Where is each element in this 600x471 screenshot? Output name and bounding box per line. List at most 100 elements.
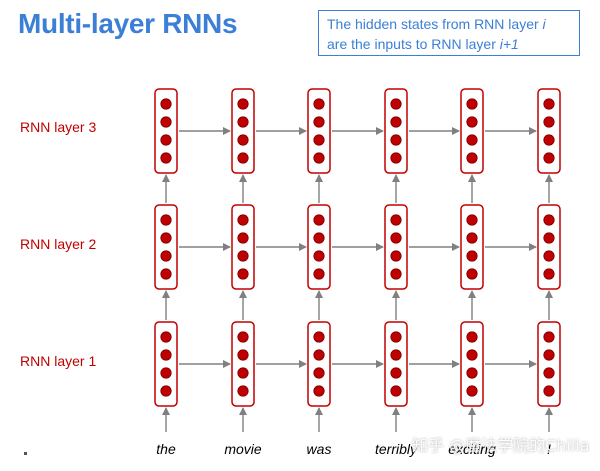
rnn-cell xyxy=(154,204,178,290)
word-exciting: exciting xyxy=(448,441,496,457)
hidden-unit xyxy=(543,349,555,361)
hidden-unit xyxy=(313,250,325,262)
callout-line1-text: The hidden states from RNN layer xyxy=(327,16,543,32)
rnn-cell xyxy=(231,88,255,174)
hidden-unit xyxy=(237,232,249,244)
rnn-cell xyxy=(384,321,408,407)
hidden-unit xyxy=(160,116,172,128)
hidden-unit xyxy=(160,152,172,164)
rnn-cell xyxy=(537,204,561,290)
hidden-unit xyxy=(390,214,402,226)
corner-dot xyxy=(24,452,27,455)
hidden-unit xyxy=(390,116,402,128)
hidden-unit xyxy=(237,214,249,226)
hidden-unit xyxy=(543,385,555,397)
hidden-unit xyxy=(313,152,325,164)
hidden-unit xyxy=(160,367,172,379)
hidden-unit xyxy=(237,152,249,164)
hidden-unit xyxy=(543,250,555,262)
hidden-unit xyxy=(237,367,249,379)
rnn-cell xyxy=(231,321,255,407)
hidden-unit xyxy=(390,152,402,164)
hidden-unit xyxy=(466,268,478,280)
hidden-unit xyxy=(543,268,555,280)
hidden-unit xyxy=(390,268,402,280)
hidden-unit xyxy=(466,331,478,343)
hidden-unit xyxy=(543,331,555,343)
rnn-cell xyxy=(231,204,255,290)
hidden-unit xyxy=(313,331,325,343)
hidden-unit xyxy=(313,349,325,361)
hidden-unit xyxy=(390,232,402,244)
rnn-cell xyxy=(537,88,561,174)
watermark-text: 知乎 @魔法学院的Chilia xyxy=(412,436,590,455)
hidden-unit xyxy=(160,250,172,262)
rnn-cell xyxy=(460,321,484,407)
hidden-unit xyxy=(543,134,555,146)
rnn-cell xyxy=(537,321,561,407)
callout-line1-var: i xyxy=(542,16,546,32)
hidden-unit xyxy=(466,250,478,262)
hidden-unit xyxy=(390,250,402,262)
hidden-unit xyxy=(543,116,555,128)
hidden-unit xyxy=(466,367,478,379)
layer-label-3: RNN layer 3 xyxy=(20,119,97,135)
hidden-unit xyxy=(466,98,478,110)
layer-label-1: RNN layer 1 xyxy=(20,353,97,369)
hidden-unit xyxy=(466,349,478,361)
hidden-unit xyxy=(313,367,325,379)
rnn-cell xyxy=(384,204,408,290)
hidden-unit xyxy=(160,98,172,110)
rnn-cell xyxy=(307,204,331,290)
layer-label-2: RNN layer 2 xyxy=(20,236,97,252)
hidden-unit xyxy=(466,232,478,244)
hidden-unit xyxy=(237,349,249,361)
hidden-unit xyxy=(160,331,172,343)
hidden-unit xyxy=(160,232,172,244)
hidden-unit xyxy=(160,214,172,226)
rnn-cell xyxy=(307,88,331,174)
hidden-unit xyxy=(466,116,478,128)
hidden-unit xyxy=(390,331,402,343)
hidden-unit xyxy=(543,214,555,226)
hidden-unit xyxy=(313,214,325,226)
hidden-unit xyxy=(237,134,249,146)
hidden-unit xyxy=(390,98,402,110)
rnn-cell xyxy=(384,88,408,174)
hidden-unit xyxy=(237,98,249,110)
page-title: Multi-layer RNNs xyxy=(18,8,238,39)
rnn-cell xyxy=(460,204,484,290)
hidden-unit xyxy=(237,331,249,343)
hidden-unit xyxy=(237,385,249,397)
word-exclamation: ! xyxy=(547,441,551,457)
word-movie: movie xyxy=(224,441,262,457)
hidden-unit xyxy=(160,134,172,146)
hidden-unit xyxy=(313,116,325,128)
word-the: the xyxy=(156,441,176,457)
hidden-unit xyxy=(390,349,402,361)
hidden-unit xyxy=(313,98,325,110)
hidden-unit xyxy=(160,385,172,397)
word-terribly: terribly xyxy=(374,441,417,457)
hidden-unit xyxy=(390,367,402,379)
hidden-unit xyxy=(313,268,325,280)
hidden-unit xyxy=(466,134,478,146)
hidden-unit xyxy=(543,98,555,110)
hidden-unit xyxy=(543,152,555,164)
callout-box: The hidden states from RNN layer i are t… xyxy=(318,10,580,56)
hidden-unit xyxy=(390,134,402,146)
hidden-unit xyxy=(160,268,172,280)
word-was: was xyxy=(306,441,332,457)
rnn-cell xyxy=(154,321,178,407)
hidden-unit xyxy=(160,349,172,361)
hidden-unit xyxy=(237,116,249,128)
hidden-unit xyxy=(313,134,325,146)
rnn-cell xyxy=(154,88,178,174)
callout-line2-var: i+1 xyxy=(499,36,519,52)
rnn-cell xyxy=(307,321,331,407)
hidden-unit xyxy=(543,367,555,379)
hidden-unit xyxy=(313,232,325,244)
callout-line2-text: are the inputs to RNN layer xyxy=(327,36,500,52)
hidden-unit xyxy=(466,214,478,226)
